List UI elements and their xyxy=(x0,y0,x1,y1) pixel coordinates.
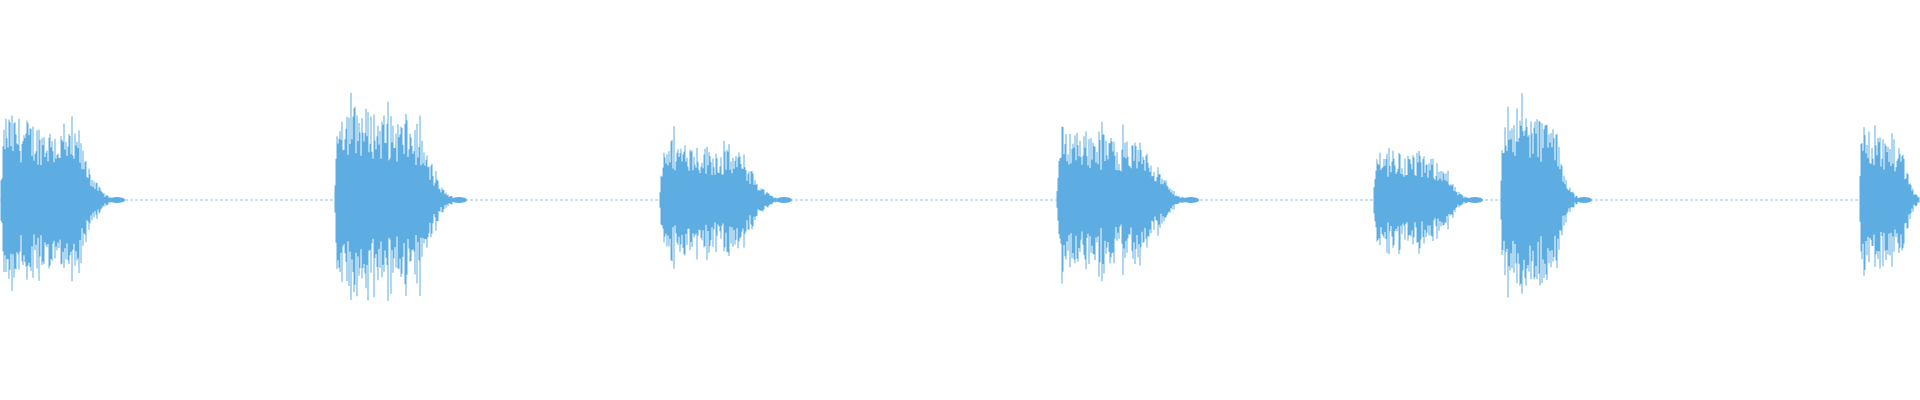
waveform-burst xyxy=(659,126,792,269)
waveform-burst-tail xyxy=(776,197,792,203)
waveform-burst-path xyxy=(334,92,453,301)
waveform-burst-tail xyxy=(1183,197,1199,203)
waveform-burst xyxy=(1500,93,1592,298)
waveform-burst-tail xyxy=(1576,197,1592,203)
waveform-burst xyxy=(1056,121,1199,284)
waveform-burst-path xyxy=(1056,121,1185,284)
waveform-burst-path xyxy=(659,126,778,269)
waveform-burst-path xyxy=(1859,125,1920,276)
waveform-burst-tail xyxy=(1467,197,1483,203)
waveform-bursts xyxy=(0,92,1920,301)
waveform-burst xyxy=(334,92,467,301)
waveform-burst-tail xyxy=(451,197,467,203)
waveform-burst-path xyxy=(0,115,111,291)
waveform-burst-tail xyxy=(109,197,125,203)
waveform-burst xyxy=(1859,125,1920,276)
waveform-burst-path xyxy=(1373,148,1469,255)
waveform-burst-path xyxy=(1500,93,1578,298)
waveform-burst xyxy=(0,115,125,291)
waveform-burst xyxy=(1373,148,1483,255)
